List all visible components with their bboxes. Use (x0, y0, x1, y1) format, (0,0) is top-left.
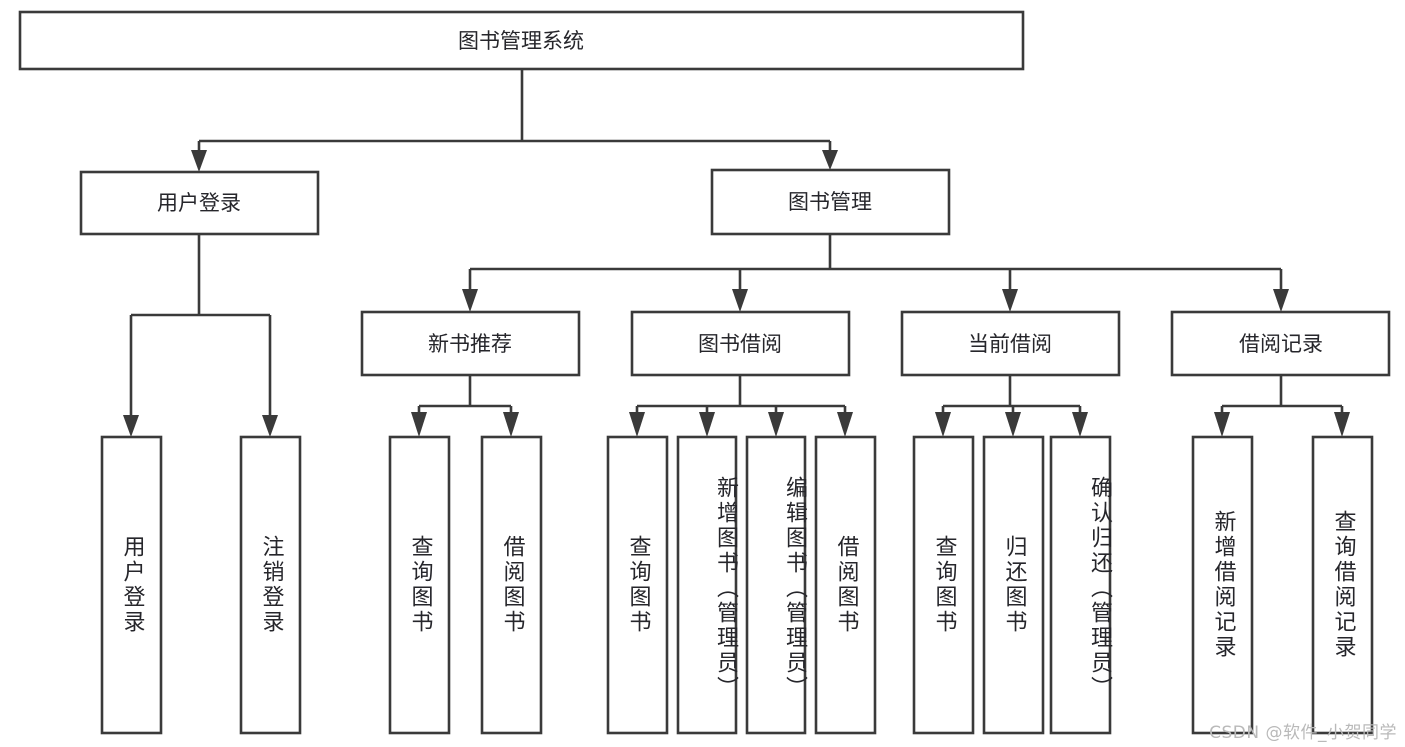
node-new-book-recommend-label: 新书推荐 (428, 332, 512, 356)
node-user-login-label: 用户登录 (157, 191, 241, 215)
node-leaf-add-book-box[interactable] (676, 435, 738, 735)
node-current-borrow-box[interactable] (900, 310, 1121, 377)
node-book-manage-label: 图书管理 (788, 190, 872, 214)
node-root-box[interactable] (18, 10, 1025, 71)
node-book-manage-box[interactable] (710, 168, 951, 236)
node-leaf-confirm-return-box[interactable] (1049, 435, 1112, 735)
arrow-to-leaf-query-book-1 (411, 412, 427, 437)
node-leaf-edit-book-box[interactable] (745, 435, 807, 735)
node-current-borrow-label: 当前借阅 (968, 332, 1052, 356)
arrow-to-new-book-recommend (462, 289, 478, 312)
node-user-login-box[interactable] (79, 170, 320, 236)
node-borrow-record-label: 借阅记录 (1239, 332, 1323, 356)
connector-layer (123, 69, 1350, 437)
node-root-label: 图书管理系统 (458, 29, 584, 53)
arrow-to-current-borrow (1002, 289, 1018, 312)
node-layer: 图书管理系统 用户登录 图书管理 新书推荐 图书借阅 当前借阅 借阅记录 (18, 10, 1391, 735)
node-leaf-query-book-1-box[interactable] (388, 435, 451, 735)
node-book-borrow-label: 图书借阅 (698, 332, 782, 356)
arrow-to-book-manage (822, 150, 838, 170)
node-leaf-borrow-book-2-box[interactable] (814, 435, 877, 735)
arrow-to-leaf-query-book-3 (935, 412, 951, 437)
node-leaf-add-record-box[interactable] (1191, 435, 1254, 735)
arrow-to-leaf-borrow-book-1 (503, 412, 519, 437)
node-leaf-user-login-box[interactable] (100, 435, 163, 735)
arrow-to-user-login (191, 150, 207, 172)
node-leaf-return-book-box[interactable] (982, 435, 1045, 735)
arrow-to-leaf-return-book (1005, 412, 1021, 437)
node-leaf-query-book-3-box[interactable] (912, 435, 975, 735)
csdn-watermark: CSDN @软件_小贺同学 (1209, 723, 1397, 743)
arrow-to-leaf-borrow-book-2 (837, 412, 853, 437)
arrow-to-leaf-query-book-2 (629, 412, 645, 437)
arrow-to-leaf-query-record (1334, 412, 1350, 437)
arrow-to-leaf-user-login (123, 415, 139, 437)
arrow-to-borrow-record (1273, 289, 1289, 312)
arrow-to-leaf-edit-book (768, 412, 784, 437)
node-new-book-recommend-box[interactable] (360, 310, 581, 377)
arrow-to-book-borrow (732, 289, 748, 312)
arrow-to-leaf-confirm-return (1072, 412, 1088, 437)
node-leaf-borrow-book-1-box[interactable] (480, 435, 543, 735)
node-leaf-user-logout-box[interactable] (239, 435, 302, 735)
node-book-borrow-box[interactable] (630, 310, 851, 377)
node-leaf-query-record-box[interactable] (1311, 435, 1374, 735)
arrow-to-leaf-add-book (699, 412, 715, 437)
node-borrow-record-box[interactable] (1170, 310, 1391, 377)
arrow-to-leaf-user-logout (262, 415, 278, 437)
node-leaf-query-book-2-box[interactable] (606, 435, 669, 735)
arrow-to-leaf-add-record (1214, 412, 1230, 437)
